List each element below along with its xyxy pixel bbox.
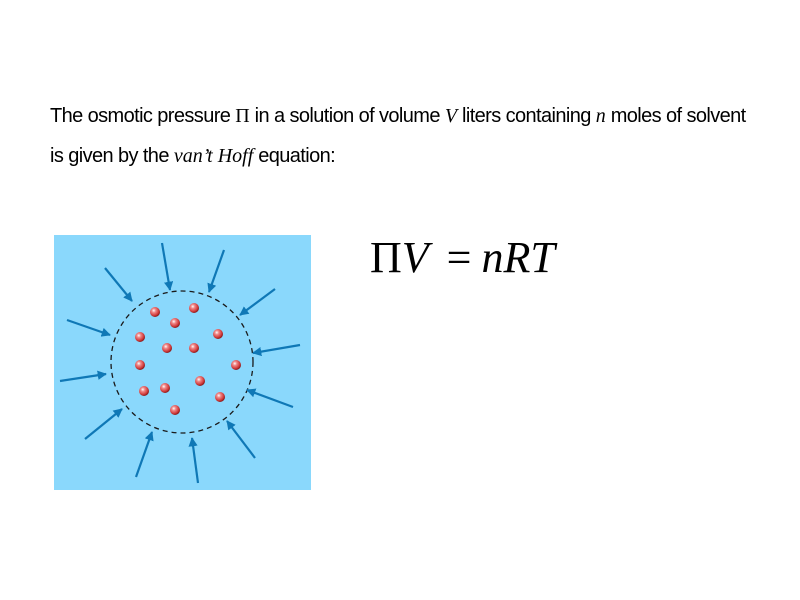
moles-symbol: n <box>595 105 606 127</box>
equation-rhs: nRT <box>481 233 555 282</box>
osmotic-pressure-diagram <box>54 235 311 490</box>
equation-equals: = <box>446 233 472 282</box>
solute-particles <box>135 303 241 415</box>
solution-background <box>54 235 311 490</box>
vant-hoff-term: van’t Hoff <box>173 145 254 167</box>
text-segment: equation: <box>253 145 336 167</box>
text-segment: is given by the <box>50 145 174 167</box>
text-segment: in a solution of volume <box>249 105 445 127</box>
pi-symbol: Π <box>235 105 250 127</box>
equation-pi: Π <box>370 233 402 282</box>
text-segment: The osmotic pressure <box>50 105 236 127</box>
intro-line-2: is given by the van’t Hoff equation: <box>50 145 336 168</box>
equation-volume: V <box>401 233 429 282</box>
membrane-illustration <box>54 235 311 490</box>
intro-line-1: The osmotic pressure Π in a solution of … <box>50 105 746 128</box>
text-segment: moles of solvent <box>605 105 747 127</box>
pressure-arrows <box>59 242 301 484</box>
vant-hoff-equation: ΠV =nRT <box>370 232 555 283</box>
membrane-dashed-circle <box>110 290 254 434</box>
volume-symbol: V <box>444 105 458 127</box>
text-segment: liters containing <box>457 105 596 127</box>
